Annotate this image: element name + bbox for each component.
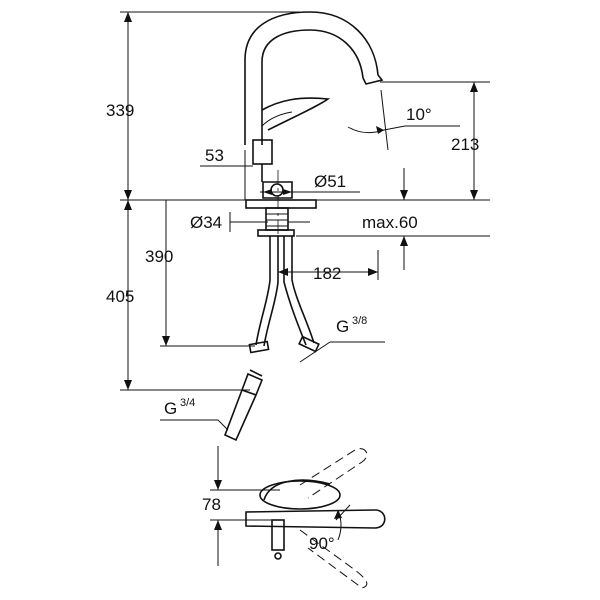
max-deck-label: max.60: [362, 213, 418, 232]
dimension-lines: [120, 11, 490, 431]
thread-inlet-label: G: [164, 399, 177, 418]
thread-outlet-label: G: [336, 317, 349, 336]
lever-rotation-label: 90°: [309, 534, 335, 553]
top-view: [210, 446, 386, 589]
lever-depth-label: 78: [202, 495, 221, 514]
thread-inlet-fraction: 3/4: [180, 397, 195, 409]
lever-offset-label: 53: [205, 146, 224, 165]
faucet-side-view: [223, 11, 384, 442]
reach-label: 182: [313, 264, 341, 283]
spout-height-label: 213: [451, 135, 479, 154]
total-height-label: 339: [106, 101, 134, 120]
base-diameter-label: Ø51: [314, 172, 346, 191]
overall-hose-label: 405: [106, 287, 134, 306]
angle-spout-label: 10°: [406, 105, 432, 124]
thread-outlet-fraction: 3/8: [352, 315, 367, 327]
hose-length-label: 390: [145, 247, 173, 266]
hole-diameter-label: Ø34: [190, 213, 222, 232]
